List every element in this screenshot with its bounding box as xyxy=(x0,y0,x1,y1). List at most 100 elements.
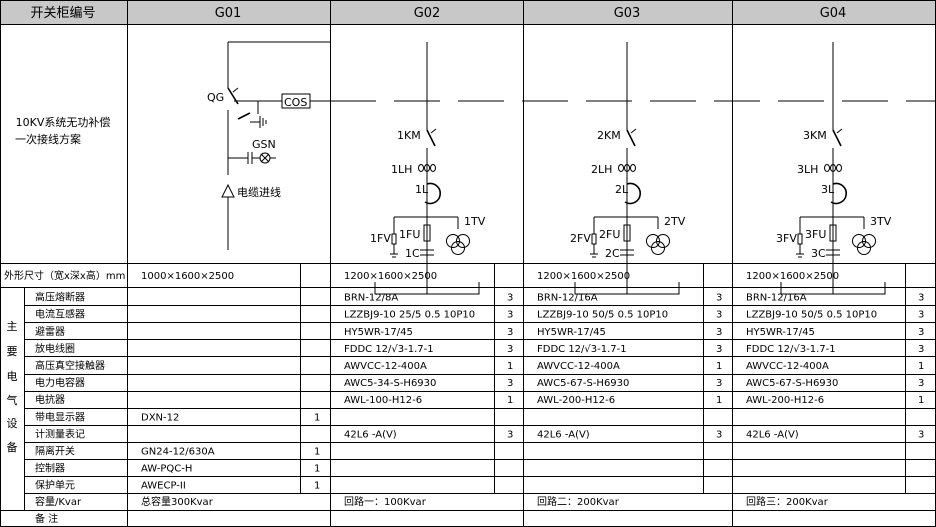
contactor-label: 1KM xyxy=(397,129,421,142)
fuse-icon xyxy=(829,224,837,242)
capacitor-branch: 2KM 2LH 2L 2FV 2FU 2C 2TV xyxy=(570,42,686,295)
current-transformer-icon xyxy=(618,164,636,172)
model-cell: 42L6 -A(V) xyxy=(537,429,590,440)
quantity-cell: 3 xyxy=(716,429,722,440)
quantity-cell: 3 xyxy=(918,310,924,321)
quantity-cell: 3 xyxy=(918,344,924,355)
equipment-name: 放电线圈 xyxy=(35,342,75,355)
model-cell: DXN-12 xyxy=(141,412,179,423)
arrester-icon xyxy=(797,233,803,245)
contactor-label: 2KM xyxy=(597,129,621,142)
group-char: 电 xyxy=(7,370,18,383)
quantity-cell: 1 xyxy=(314,412,320,423)
model-cell: LZZBJ9-10 50/5 0.5 10P10 xyxy=(537,310,668,321)
group-char: 备 xyxy=(7,440,18,454)
quantity-cell: 1 xyxy=(314,447,320,458)
reactor-label: 1L xyxy=(415,183,429,196)
model-cell: LZZBJ9-10 50/5 0.5 10P10 xyxy=(746,310,877,321)
cabinet-header-g03: G03 xyxy=(614,6,641,21)
equipment-name: 隔离开关 xyxy=(35,445,75,458)
quantity-cell: 3 xyxy=(507,378,513,389)
quantity-cell: 3 xyxy=(507,327,513,338)
arrester-label: 1FV xyxy=(370,232,391,245)
quantity-cell: 1 xyxy=(716,361,722,372)
equipment-name: 保护单元 xyxy=(35,479,75,492)
equipment-name: 带电显示器 xyxy=(35,410,85,423)
quantity-cell: 3 xyxy=(507,429,513,440)
equipment-name: 计测量表记 xyxy=(35,427,85,440)
model-cell: BRN-12/8A xyxy=(344,293,398,304)
pt-label: 3TV xyxy=(870,215,892,228)
scheme-label-line-2: 一次接线方案 xyxy=(15,132,81,146)
arrester-label: 3FV xyxy=(776,232,797,245)
row-dividers xyxy=(0,305,936,511)
incoming-cable-label: 电缆进线 xyxy=(237,185,281,199)
capacity-g04: 回路三：200Kvar xyxy=(746,495,829,508)
ct-label: 2LH xyxy=(591,163,612,176)
dimensions-label: 外形尺寸（宽x深x高）mm xyxy=(4,269,125,282)
fuse-label: 1FU xyxy=(399,228,420,241)
model-cell: HY5WR-17/45 xyxy=(537,327,606,338)
model-cell: BRN-12/16A xyxy=(537,293,598,304)
equipment-name: 电抗器 xyxy=(35,393,65,406)
cos-label: COS xyxy=(284,96,307,109)
dimensions-row: 外形尺寸（宽x深x高）mm 1000×1600×2500 1200×1600×2… xyxy=(4,269,839,282)
equipment-group-label: 主 要 电 气 设 备 xyxy=(7,320,18,454)
model-cell: FDDC 12/√3-1.7-1 xyxy=(746,344,836,355)
quantity-cell: 3 xyxy=(507,344,513,355)
model-cell: AWVCC-12-400A xyxy=(746,361,829,372)
isolator-label: QG xyxy=(207,91,224,104)
equipment-name: 电流互感器 xyxy=(35,308,85,321)
model-cell: HY5WR-17/45 xyxy=(746,327,815,338)
reactor-label: 3L xyxy=(821,183,835,196)
model-cell: AWVCC-12-400A xyxy=(344,361,427,372)
g01-circuit: QG COS GSN 电缆进线 xyxy=(207,41,330,250)
capacity-g02: 回路一：100Kvar xyxy=(344,495,427,508)
cabinet-number-label: 开关柜编号 xyxy=(30,6,95,21)
model-cell: AWL-100-H12-6 xyxy=(344,395,422,406)
quantity-cell: 3 xyxy=(918,378,924,389)
quantity-cell: 3 xyxy=(507,293,513,304)
equipment-name: 控制器 xyxy=(35,462,65,475)
quantity-cell: 3 xyxy=(918,429,924,440)
group-char: 气 xyxy=(7,393,18,407)
model-cell: AWVCC-12-400A xyxy=(537,361,620,372)
indicator-label: GSN xyxy=(252,138,276,151)
quantity-cell: 3 xyxy=(716,293,722,304)
model-cell: AWECP-II xyxy=(141,481,186,492)
model-cell: BRN-12/16A xyxy=(746,293,807,304)
voltage-transformer-icon xyxy=(446,234,470,255)
quantity-cell: 1 xyxy=(918,395,924,406)
quantity-cell: 3 xyxy=(716,327,722,338)
capacity-label: 容量/Kvar xyxy=(35,495,82,508)
fuse-label: 3FU xyxy=(805,228,826,241)
reactor-icon xyxy=(424,182,441,205)
model-cell: AWC5-67-S-H6930 xyxy=(537,378,629,389)
equipment-name: 避雷器 xyxy=(35,325,65,338)
quantity-cell: 3 xyxy=(918,293,924,304)
capacitor-label: 1C xyxy=(405,247,420,260)
fuse-icon xyxy=(423,224,431,242)
capacitor-branch: 3KM 3LH 3L 3FV 3FU 3C 3TV xyxy=(776,42,892,295)
dimensions-g03: 1200×1600×2500 xyxy=(537,271,630,282)
quantity-cell: 1 xyxy=(314,481,320,492)
quantity-cell: 3 xyxy=(918,327,924,338)
model-cell: AWC5-34-S-H6930 xyxy=(344,378,436,389)
arrester-icon xyxy=(391,233,397,245)
reactor-icon xyxy=(830,182,847,205)
quantity-cell: 3 xyxy=(507,310,513,321)
contactor-label: 3KM xyxy=(803,129,827,142)
ct-label: 3LH xyxy=(797,163,818,176)
fuse-label: 2FU xyxy=(599,228,620,241)
quantity-cell: 1 xyxy=(716,395,722,406)
current-transformer-icon xyxy=(418,164,436,172)
cabinet-header-g01: G01 xyxy=(215,6,242,21)
